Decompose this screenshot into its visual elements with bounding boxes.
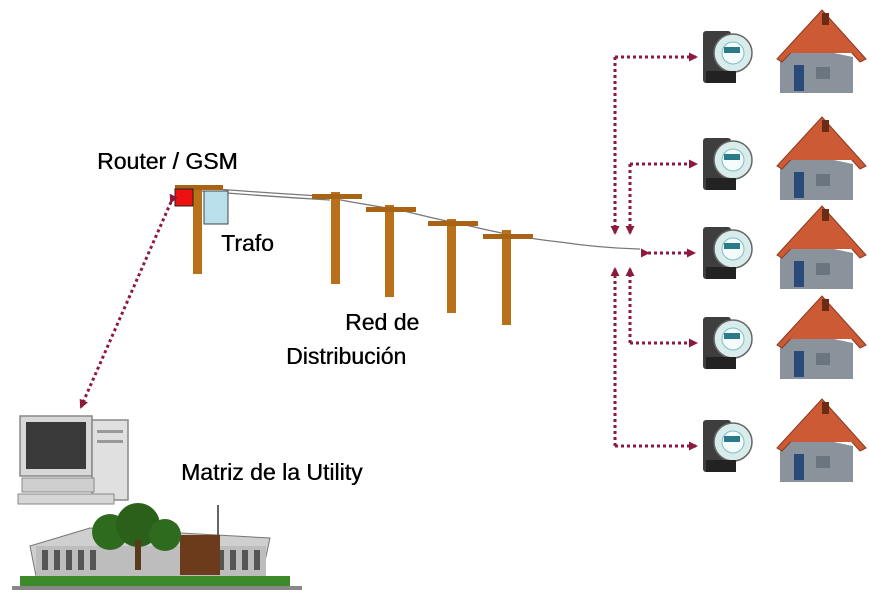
utility-pole-icon: [483, 230, 533, 325]
meter-links: [610, 52, 698, 451]
customer-column: [703, 9, 867, 482]
utility-pole-icon: [312, 192, 362, 284]
house-icon: [776, 295, 867, 379]
house-icon: [776, 205, 867, 289]
office-building-icon: [12, 503, 302, 590]
utility-pole-icon: [366, 205, 416, 297]
desktop-computer-icon: [17, 415, 129, 505]
utility-pole-icon: [175, 185, 223, 274]
electric-meter-icon: [703, 420, 753, 472]
electric-meter-icon: [703, 31, 753, 83]
network-label-line1: Red de: [345, 309, 420, 335]
utility-hq-label: Matriz de la Utility: [181, 459, 363, 485]
router-computer-link: [79, 193, 178, 409]
router-box-icon: [174, 188, 194, 207]
transformer-icon: [203, 190, 229, 225]
electric-meter-icon: [703, 138, 753, 190]
network-label-line2: Distribución: [286, 343, 407, 369]
house-icon: [776, 398, 867, 482]
house-icon: [776, 9, 867, 93]
electric-meter-icon: [703, 227, 753, 279]
electric-meter-icon: [703, 317, 753, 369]
utility-pole-icon: [428, 219, 478, 313]
router-label: Router / GSM: [97, 148, 238, 174]
house-icon: [776, 116, 867, 200]
trafo-label: Trafo: [221, 230, 274, 256]
